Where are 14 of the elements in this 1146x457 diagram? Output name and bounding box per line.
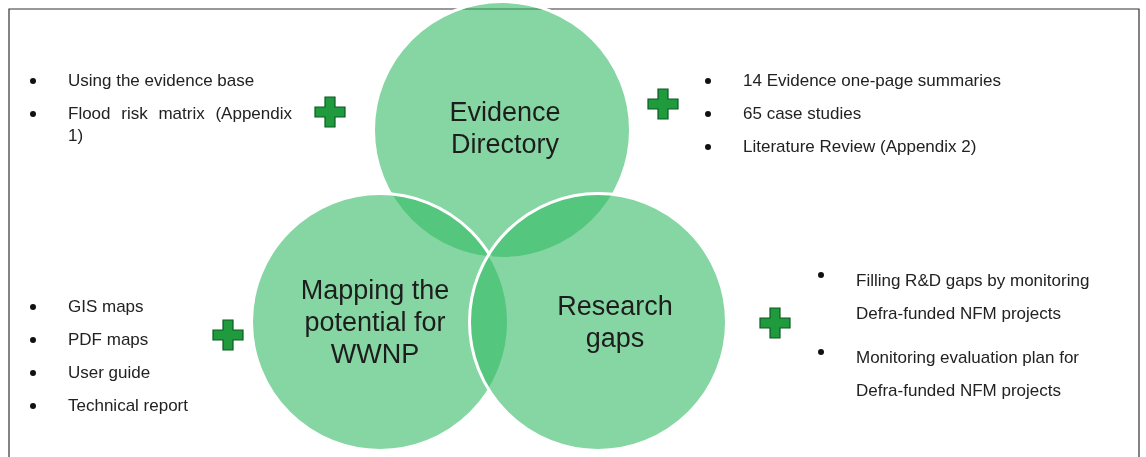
circle-label: Research gaps — [556, 290, 674, 354]
bullet-text: GIS maps — [68, 296, 145, 318]
bullet-text: Technical report — [68, 395, 189, 417]
bullet-text: Filling R&D gaps by monitoring Defra-funded NFM projects — [856, 270, 1091, 325]
circle-label: Mapping the potential for WWNP — [299, 274, 451, 370]
bullet-text: Using the evidence base — [68, 70, 256, 92]
bullet-text: User guide — [68, 362, 152, 384]
bullet-text: 14 Evidence one-page summaries — [743, 70, 1002, 92]
bullet-text: Literature Review (Appendix 2) — [743, 136, 978, 158]
bullet-text: Monitoring evaluation plan for Defra-funded NFM projects — [856, 347, 1081, 402]
bullet-text: Flood risk matrix (Appendix 1) — [68, 103, 292, 147]
circle-label: Evidence Directory — [448, 96, 562, 160]
bullet-text: PDF maps — [68, 329, 150, 351]
bullet-text: 65 case studies — [743, 103, 863, 125]
